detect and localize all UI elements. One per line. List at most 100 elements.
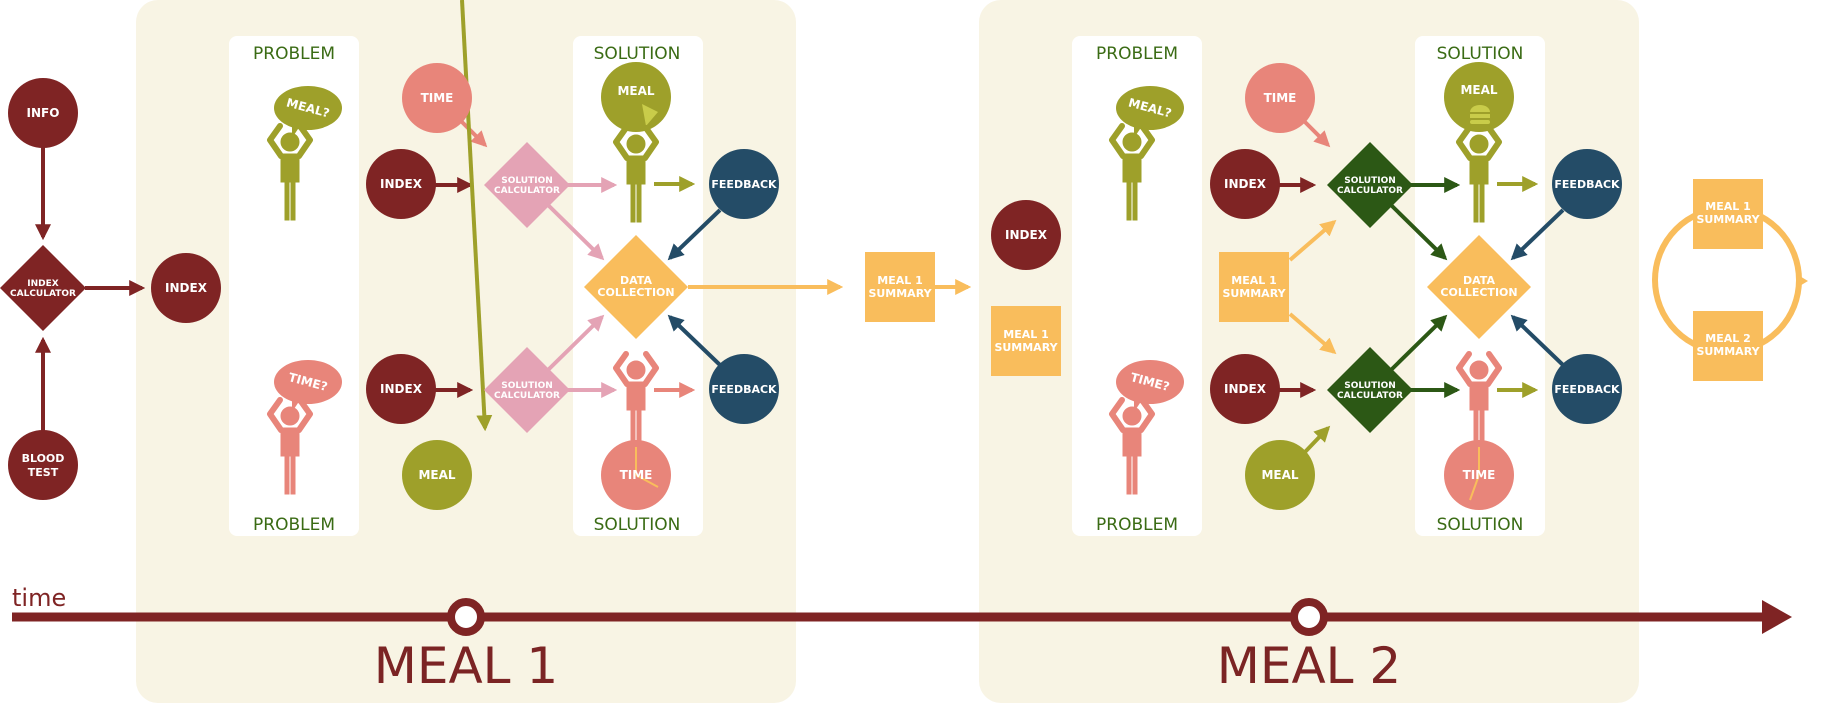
info-label: INFO xyxy=(27,106,60,120)
index-calculator-label-2: CALCULATOR xyxy=(10,289,76,299)
meal-1-time-node xyxy=(402,63,472,133)
meal-1-meal-solution-label: MEAL xyxy=(617,84,654,98)
timeline: time xyxy=(12,584,1792,636)
loop-meal-1-summary-label-1: MEAL 1 xyxy=(1705,200,1750,213)
meal-2-feedback-node-bottom xyxy=(1552,354,1622,424)
meal-2-solution-header-top: SOLUTION xyxy=(1437,44,1524,64)
meal-1-data-collection-node xyxy=(584,235,688,339)
meal-1-meal-input-node xyxy=(402,440,472,510)
meal-2-data-collection-node xyxy=(1427,235,1531,339)
meal-1-section: PROBLEM PROBLEM SOLUTION SOLUTION MEAL? … xyxy=(253,0,972,695)
meal-2-feedback-node-top xyxy=(1552,149,1622,219)
timeline-arrow-icon xyxy=(1762,600,1792,634)
meal-2-meal-solution-label: MEAL xyxy=(1460,83,1497,97)
meal-2-index-node-top xyxy=(1210,149,1280,219)
meal-2-calc-top-label-1: SOLUTION xyxy=(1344,176,1396,186)
meal-2-summary-input-label-2: SUMMARY xyxy=(1222,287,1286,300)
meal-2-time-solution-label: TIME xyxy=(1463,468,1496,482)
meal-1-meal-bubble-icon xyxy=(274,86,342,130)
preface-index-node xyxy=(151,253,221,323)
meal-1-calc-bottom-label-1: SOLUTION xyxy=(501,381,553,391)
meal-1-problem-column xyxy=(229,36,359,536)
preface-section: INFO INDEX CALCULATOR BLOOD TEST INDEX xyxy=(0,78,221,500)
meal-2-calc-bottom-label-2: CALCULATOR xyxy=(1337,391,1403,401)
summary-loop: MEAL 1 SUMMARY MEAL 2 SUMMARY xyxy=(1652,179,1808,381)
info-node xyxy=(8,78,78,148)
burger-icon xyxy=(1470,105,1490,124)
meal-2-index-left-node xyxy=(991,200,1061,270)
meal-2-section: PROBLEM PROBLEM SOLUTION SOLUTION INDEX … xyxy=(991,44,1622,695)
blood-test-label-1: BLOOD xyxy=(22,452,65,465)
meal-1-index-label-top: INDEX xyxy=(380,177,423,191)
meal-2-meal-input-node xyxy=(1245,440,1315,510)
clock-hands-icon xyxy=(635,447,659,488)
meal-1-meal-input-label: MEAL xyxy=(418,468,455,482)
meal-1-index-node-bottom xyxy=(366,354,436,424)
meal-1-calc-top-label-2: CALCULATOR xyxy=(494,186,560,196)
blood-test-label-2: TEST xyxy=(28,466,59,479)
meal-1-time-solution-label: TIME xyxy=(620,468,653,482)
meal-2-summary-left-label-2: SUMMARY xyxy=(994,341,1058,354)
meal-2-index-label-bottom: INDEX xyxy=(1224,382,1267,396)
meal-2-data-collection-label-1: DATA xyxy=(1463,274,1495,287)
pizza-icon xyxy=(642,104,658,126)
meal-1-solution-header-top: SOLUTION xyxy=(594,44,681,64)
meal-2-solution-calculator-top xyxy=(1327,142,1413,228)
meal-1-time-bubble-icon xyxy=(274,360,342,404)
meal-1-solution-calculator-top xyxy=(484,142,570,228)
meal-1-title: MEAL 1 xyxy=(374,637,559,695)
clock-hands-icon xyxy=(1469,447,1480,501)
meal-2-index-left-label: INDEX xyxy=(1005,228,1048,242)
loop-meal-2-summary xyxy=(1693,311,1763,381)
meal-1-summary-output-label-2: SUMMARY xyxy=(868,287,932,300)
meal-1-data-collection-label-2: COLLECTION xyxy=(597,286,674,299)
meal-1-data-collection-label-1: DATA xyxy=(620,274,652,287)
meal-1-index-label-bottom: INDEX xyxy=(380,382,423,396)
meal-2-index-label-top: INDEX xyxy=(1224,177,1267,191)
index-calculator-label-1: INDEX xyxy=(27,279,58,289)
meal-2-summary-left-label-1: MEAL 1 xyxy=(1003,328,1048,341)
meal-1-feedback-node-top xyxy=(709,149,779,219)
meal-2-summary-left xyxy=(991,306,1061,376)
meal-1-summary-output-label-1: MEAL 1 xyxy=(877,274,922,287)
meal-2-feedback-label-top: FEEDBACK xyxy=(1554,178,1620,191)
loop-meal-1-summary-label-2: SUMMARY xyxy=(1696,213,1760,226)
meal-1-solution-header-bottom: SOLUTION xyxy=(594,515,681,535)
loop-meal-1-summary xyxy=(1693,179,1763,249)
meal-2-problem-column xyxy=(1072,36,1202,536)
meal-1-calc-bottom-label-2: CALCULATOR xyxy=(494,391,560,401)
meal-1-problem-header-bottom: PROBLEM xyxy=(253,515,335,535)
meal-2-title: MEAL 2 xyxy=(1217,637,1402,695)
meal-2-index-node-bottom xyxy=(1210,354,1280,424)
meal-1-feedback-node-bottom xyxy=(709,354,779,424)
meal-2-time-label: TIME xyxy=(1264,91,1297,105)
loop-meal-2-summary-label-2: SUMMARY xyxy=(1696,345,1760,358)
meal-1-calc-top-label-1: SOLUTION xyxy=(501,176,553,186)
meal-2-feedback-label-bottom: FEEDBACK xyxy=(1554,383,1620,396)
meal-2-meal-input-label: MEAL xyxy=(1261,468,1298,482)
timeline-label: time xyxy=(12,584,66,612)
index-calculator-node xyxy=(0,245,86,331)
meal-1-time-label: TIME xyxy=(421,91,454,105)
meal-1-feedback-label-top: FEEDBACK xyxy=(711,178,777,191)
meal-1-problem-header-top: PROBLEM xyxy=(253,44,335,64)
meal-2-problem-header-top: PROBLEM xyxy=(1096,44,1178,64)
timeline-marker-meal-1 xyxy=(447,598,485,636)
meal-1-index-node-top xyxy=(366,149,436,219)
timeline-marker-meal-2 xyxy=(1290,598,1328,636)
preface-index-label: INDEX xyxy=(165,281,208,295)
meal-1-feedback-label-bottom: FEEDBACK xyxy=(711,383,777,396)
meal-2-summary-input-label-1: MEAL 1 xyxy=(1231,274,1276,287)
meal-2-time-bubble-icon xyxy=(1116,360,1184,404)
loop-meal-2-summary-label-1: MEAL 2 xyxy=(1705,332,1750,345)
meal-1-solution-calculator-bottom xyxy=(484,347,570,433)
meal-2-calc-top-label-2: CALCULATOR xyxy=(1337,186,1403,196)
meal-1-summary-output xyxy=(865,252,935,322)
meal-2-solution-header-bottom: SOLUTION xyxy=(1437,515,1524,535)
meal-2-meal-solution-node xyxy=(1444,62,1514,132)
meal-2-problem-header-bottom: PROBLEM xyxy=(1096,515,1178,535)
meal-2-solution-calculator-bottom xyxy=(1327,347,1413,433)
meal-2-time-node xyxy=(1245,63,1315,133)
meal-2-summary-input xyxy=(1219,252,1289,322)
